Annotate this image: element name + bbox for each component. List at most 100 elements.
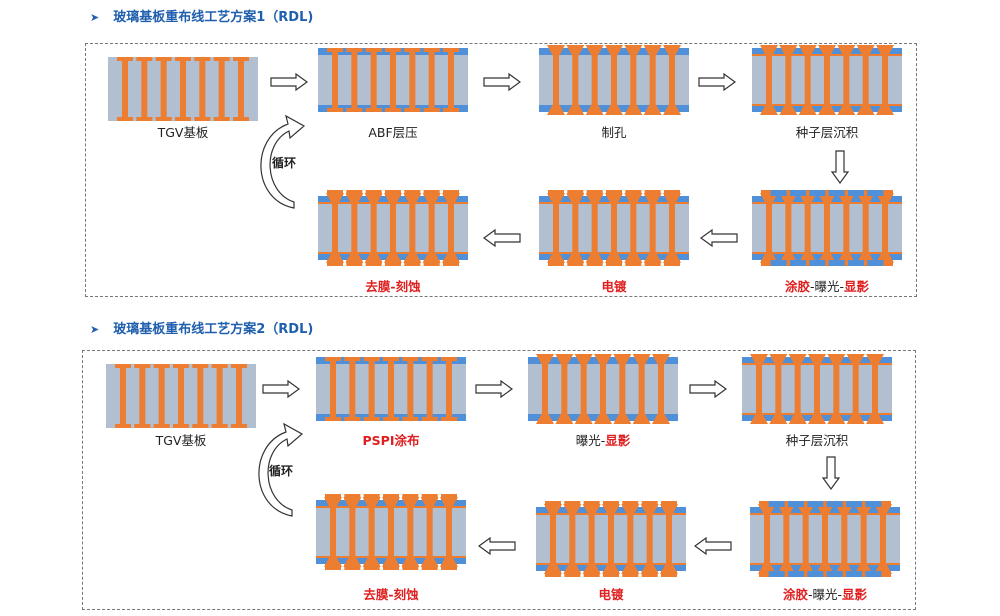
line-bottom-1	[567, 260, 584, 266]
line-bottom-3	[383, 564, 399, 570]
resist-top-2	[807, 501, 824, 507]
s1-stage-4-label-part-0: 种子层沉积	[795, 125, 859, 140]
s2-arrow-3	[689, 380, 727, 398]
line-bottom-2	[583, 571, 600, 577]
via-6	[238, 57, 244, 121]
pad-top-0	[325, 357, 341, 361]
hole-bottom-6	[652, 413, 670, 424]
via-0	[553, 196, 559, 260]
hole-top-3	[594, 354, 612, 365]
line-top-0	[545, 501, 561, 507]
via-4	[409, 48, 416, 112]
s2-stage-5-diagram	[750, 499, 900, 579]
s1-stage-1-label: TGV基板	[83, 122, 283, 141]
s2-stage-3-label-part-1: 显影	[605, 433, 631, 448]
hole-bottom-3	[594, 413, 612, 424]
via-1	[351, 196, 358, 260]
hole-top-0	[547, 45, 565, 56]
via-6	[882, 48, 888, 112]
pad-bottom-0	[117, 117, 133, 121]
hole-top-6	[663, 45, 681, 56]
s1-stage-5-label: 涂胶-曝光-显影	[727, 276, 927, 295]
pad-top-3	[175, 57, 191, 61]
resist-bottom-2	[807, 571, 824, 577]
via-5	[216, 364, 223, 428]
s2-stage-3-label-part-0: 曝光-	[575, 433, 606, 448]
line-bottom-6	[443, 260, 459, 266]
via-4	[407, 500, 414, 564]
line-bottom-4	[836, 571, 853, 577]
hole-top-1	[779, 45, 798, 56]
line-bottom-0	[548, 260, 564, 266]
line-top-5	[855, 501, 872, 507]
pad-top-6	[231, 364, 247, 368]
s2-arrow-1	[262, 380, 300, 398]
line-top-2	[365, 190, 382, 196]
s1-arrow-2-shape	[483, 73, 521, 91]
s2-stage-1-diagram-svg	[106, 364, 256, 428]
hole-top-2	[574, 354, 593, 365]
line-bottom-5	[421, 564, 438, 570]
pad-bottom-1	[346, 108, 363, 112]
via-2	[802, 507, 809, 571]
line-bottom-6	[875, 571, 891, 577]
hole-bottom-6	[866, 413, 884, 424]
pad-bottom-6	[233, 117, 249, 121]
pad-top-4	[402, 357, 419, 361]
via-0	[550, 507, 556, 571]
line-top-0	[548, 190, 564, 196]
via-0	[766, 196, 772, 260]
s1-stage-5-label-part-2: 显影	[844, 279, 870, 294]
pad-bottom-2	[153, 424, 170, 428]
via-2	[804, 48, 811, 112]
via-6	[872, 357, 878, 421]
line-bottom-1	[344, 564, 361, 570]
hole-top-3	[808, 354, 826, 365]
line-top-4	[404, 190, 421, 196]
hole-bottom-0	[547, 104, 565, 115]
resist-top-4	[846, 501, 862, 507]
via-2	[588, 507, 595, 571]
pad-top-1	[344, 357, 361, 361]
via-2	[580, 357, 587, 421]
via-4	[407, 357, 414, 421]
s1-stage-5-label-part-0: 涂胶	[784, 279, 810, 294]
pad-top-3	[173, 364, 189, 368]
line-bottom-0	[327, 260, 343, 266]
hole-top-5	[632, 354, 651, 365]
pad-top-5	[211, 364, 228, 368]
line-bottom-0	[545, 571, 561, 577]
s1-stage-4-diagram-svg	[752, 45, 902, 115]
s2-stage-2-label-part-0: PSPI涂布	[362, 433, 420, 448]
via-5	[862, 196, 869, 260]
via-6	[658, 357, 664, 421]
hole-top-0	[536, 354, 554, 365]
hole-top-4	[624, 45, 643, 56]
via-5	[649, 196, 656, 260]
via-0	[330, 357, 336, 421]
via-2	[160, 57, 167, 121]
line-bottom-4	[402, 564, 419, 570]
line-top-1	[778, 501, 795, 507]
hole-bottom-3	[808, 413, 826, 424]
resist-top-1	[790, 190, 806, 196]
pad-top-0	[117, 57, 133, 61]
hole-top-6	[876, 45, 894, 56]
line-top-5	[857, 190, 874, 196]
via-3	[388, 357, 394, 421]
pad-bottom-1	[136, 117, 153, 121]
s1-stage-1-diagram-svg	[108, 57, 258, 121]
s2-stage-4-diagram-svg	[742, 354, 892, 424]
line-bottom-5	[423, 260, 440, 266]
resist-bottom-2	[809, 260, 826, 266]
via-6	[448, 48, 454, 112]
pad-top-6	[443, 48, 459, 52]
line-bottom-6	[441, 564, 457, 570]
hole-bottom-4	[613, 413, 632, 424]
pad-top-4	[192, 364, 209, 368]
via-1	[783, 507, 790, 571]
via-1	[572, 196, 579, 260]
resist-bottom-1	[788, 571, 804, 577]
line-top-6	[875, 501, 891, 507]
section-2-heading: ➤玻璃基板重布线工艺方案2（RDL)	[90, 318, 313, 337]
